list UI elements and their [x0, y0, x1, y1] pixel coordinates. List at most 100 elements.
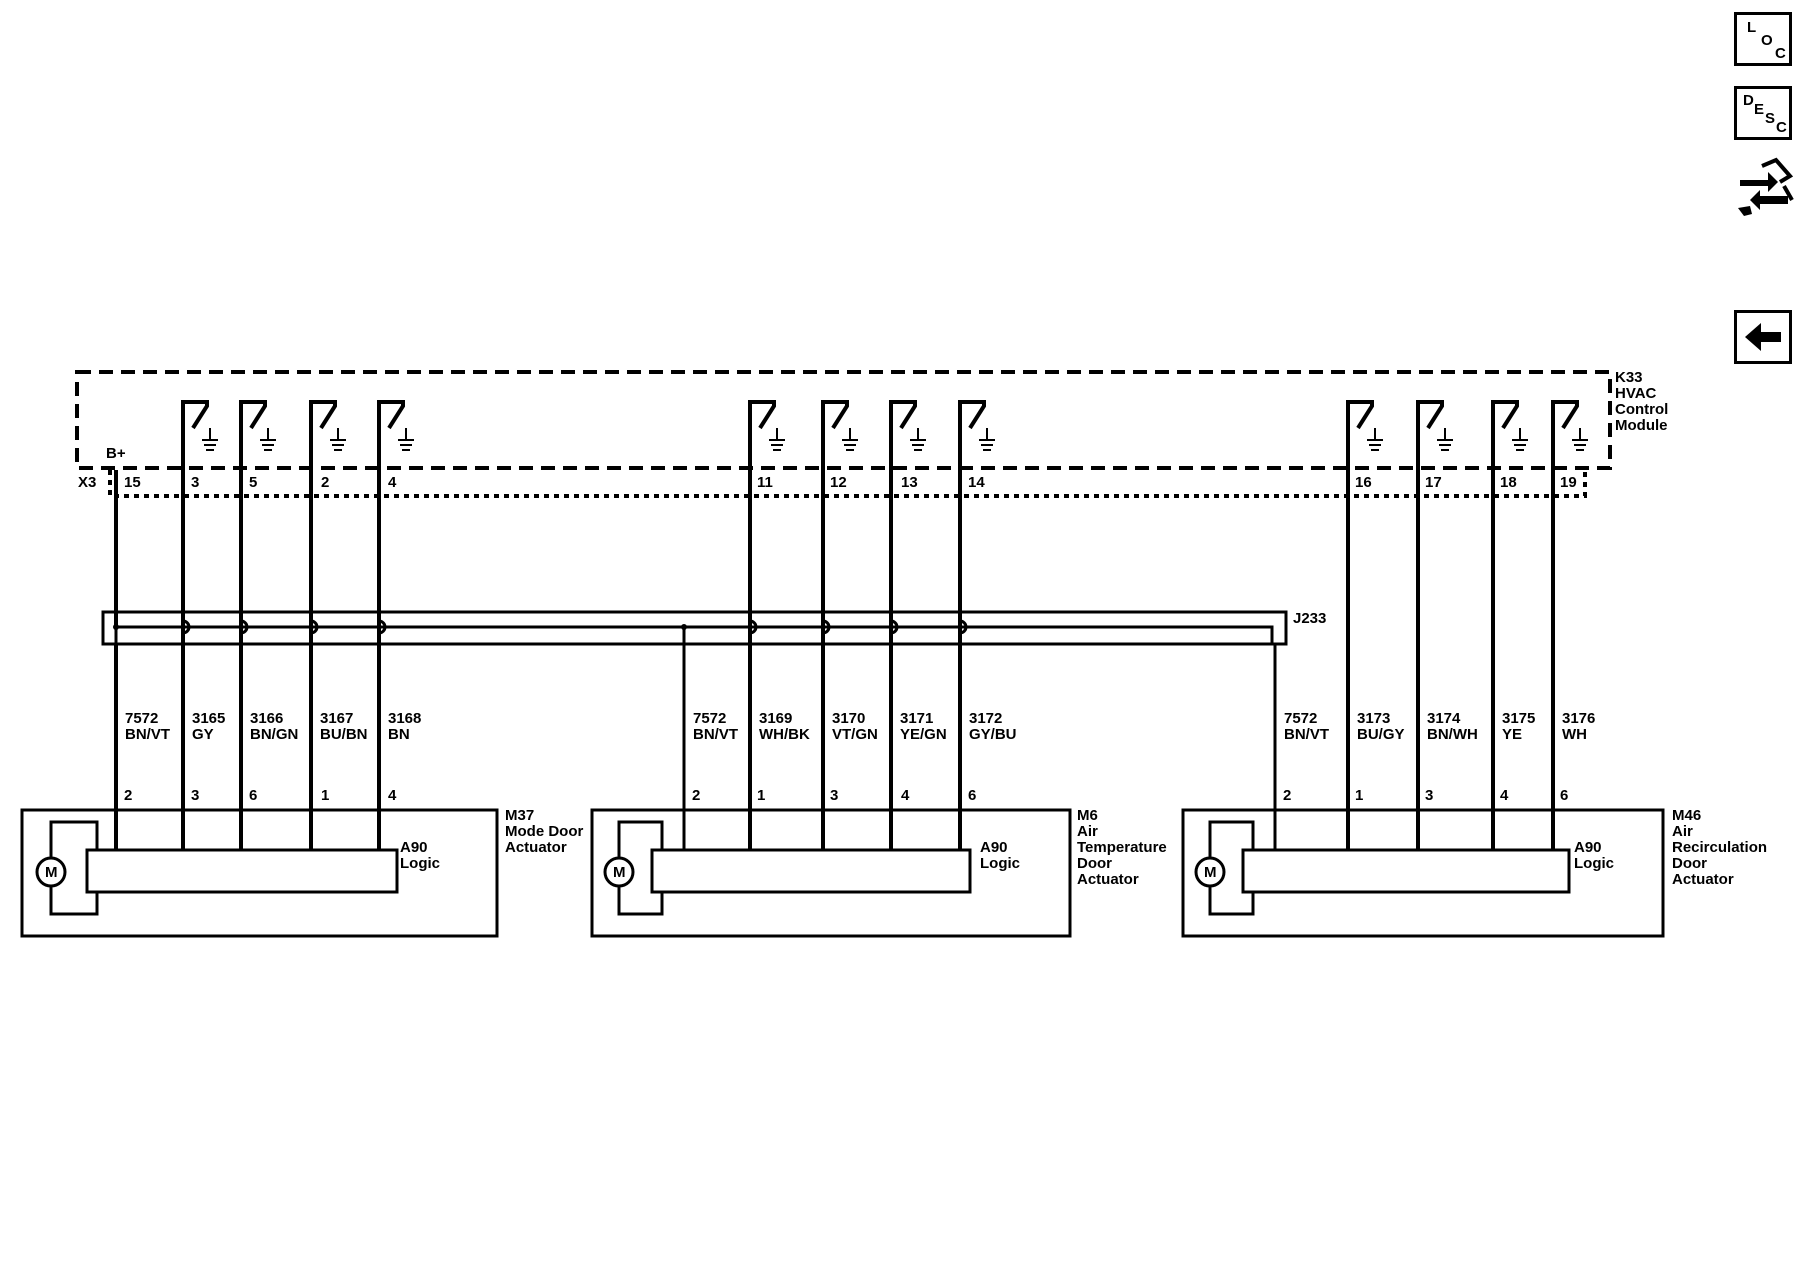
- splice-bus: [114, 625, 1274, 644]
- motor-symbol: [1194, 856, 1226, 888]
- module-pin-4: 4: [388, 474, 397, 491]
- splice-label: J233: [1293, 610, 1326, 627]
- module-boundary: [75, 370, 1612, 470]
- actuator-name-line: Temperature: [1077, 839, 1167, 856]
- desc-letter-c: C: [1776, 119, 1787, 136]
- driver-switch-12: [821, 400, 849, 622]
- wire-color: YE: [1502, 726, 1522, 743]
- connector-end-view-icon: [1738, 157, 1794, 216]
- actuator-housing: [20, 808, 499, 938]
- loc-letter-c: C: [1775, 45, 1786, 62]
- driver-switch-18: [1491, 400, 1519, 622]
- desc-letter-d: D: [1743, 92, 1754, 109]
- connector-label: X3: [78, 474, 96, 491]
- motor-lead: [49, 886, 99, 916]
- description-button[interactable]: D E S C: [1734, 86, 1792, 140]
- actuator-pin: 6: [968, 787, 976, 804]
- wire-color: WH: [1562, 726, 1587, 743]
- wire-number: 3173: [1357, 710, 1390, 727]
- wire-color: BN/VT: [1284, 726, 1329, 743]
- motor-label: M: [45, 864, 58, 881]
- location-button[interactable]: L O C: [1734, 12, 1792, 66]
- driver-switch-3: [181, 400, 209, 622]
- motor-lead: [617, 820, 664, 858]
- wire-color: BN/WH: [1427, 726, 1478, 743]
- actuator-pin: 4: [901, 787, 910, 804]
- driver-switch-16: [1346, 400, 1374, 622]
- actuator-pin: 3: [1425, 787, 1433, 804]
- motor-symbol: [603, 856, 635, 888]
- actuator-name-line: Door: [1672, 855, 1707, 872]
- actuator-pin: 1: [757, 787, 765, 804]
- desc-letter-s: S: [1765, 110, 1776, 127]
- actuator-id: M37: [505, 807, 534, 824]
- actuator-pin: 1: [1355, 787, 1363, 804]
- wire-color: GY: [192, 726, 214, 743]
- wire-color: WH/BK: [759, 726, 810, 743]
- module-pin-16: 16: [1355, 474, 1372, 491]
- logic-label: Logic: [1574, 855, 1614, 872]
- module-pin-5: 5: [249, 474, 257, 491]
- module-name-line-3: Module: [1615, 417, 1668, 434]
- actuator-pin: 6: [249, 787, 257, 804]
- wire-color: YE/GN: [900, 726, 947, 743]
- motor-lead: [1208, 820, 1255, 858]
- wire-number: 3175: [1502, 710, 1535, 727]
- wire-number: 7572: [693, 710, 726, 727]
- driver-switch-17: [1416, 400, 1444, 622]
- actuator-name-line: Actuator: [505, 839, 567, 856]
- actuator-pin: 4: [388, 787, 397, 804]
- actuator-name-line: Actuator: [1077, 871, 1139, 888]
- driver-switch-4: [377, 400, 405, 622]
- connector-end-view-button[interactable]: [1732, 156, 1796, 222]
- wire-number: 3172: [969, 710, 1002, 727]
- logic-label: Logic: [980, 855, 1020, 872]
- module-pin-14: 14: [968, 474, 985, 491]
- driver-switch-11: [748, 400, 776, 622]
- wire-number: 3165: [192, 710, 225, 727]
- module-pin-2: 2: [321, 474, 329, 491]
- splice-pack-outer: [101, 610, 1288, 646]
- module-pin-19: 19: [1560, 474, 1577, 491]
- logic-id: A90: [400, 839, 428, 856]
- motor-lead: [1208, 886, 1255, 916]
- actuator-pin: 4: [1500, 787, 1509, 804]
- wire-number: 7572: [125, 710, 158, 727]
- driver-switch-2: [309, 400, 337, 622]
- actuator-m46: MA90LogicM46AirRecirculationDoorActuator…: [1181, 470, 1767, 938]
- actuator-pin: 2: [1283, 787, 1291, 804]
- module-id: K33: [1615, 369, 1643, 386]
- connector-x3-boundary: [108, 470, 1587, 498]
- wire-color: GY/BU: [969, 726, 1017, 743]
- driver-switch-19: [1551, 400, 1579, 622]
- actuator-pin: 2: [124, 787, 132, 804]
- module-pin-17: 17: [1425, 474, 1442, 491]
- motor-symbol: [35, 856, 67, 888]
- actuator-id: M46: [1672, 807, 1701, 824]
- back-button[interactable]: [1734, 310, 1792, 364]
- module-pin-12: 12: [830, 474, 847, 491]
- module-pin-15: 15: [124, 474, 141, 491]
- loc-letter-o: O: [1761, 32, 1773, 49]
- wire-number: 3174: [1427, 710, 1461, 727]
- wire-color: VT/GN: [832, 726, 878, 743]
- wire-number: 3166: [250, 710, 283, 727]
- module-pin-11: 11: [757, 474, 773, 491]
- motor-label: M: [1204, 864, 1217, 881]
- actuator-m6: MA90LogicM6AirTemperatureDoorActuator757…: [590, 470, 1167, 938]
- loc-letter-l: L: [1747, 19, 1757, 36]
- wire-number: 3167: [320, 710, 353, 727]
- motor-lead: [617, 886, 664, 916]
- actuator-name-line: Air: [1077, 823, 1098, 840]
- wire-number: 3170: [832, 710, 865, 727]
- driver-switch-13: [889, 400, 917, 622]
- actuator-pin: 3: [191, 787, 199, 804]
- module-name-line-1: HVAC: [1615, 385, 1657, 402]
- wire-color: BN/VT: [693, 726, 738, 743]
- logic-block: [650, 848, 972, 894]
